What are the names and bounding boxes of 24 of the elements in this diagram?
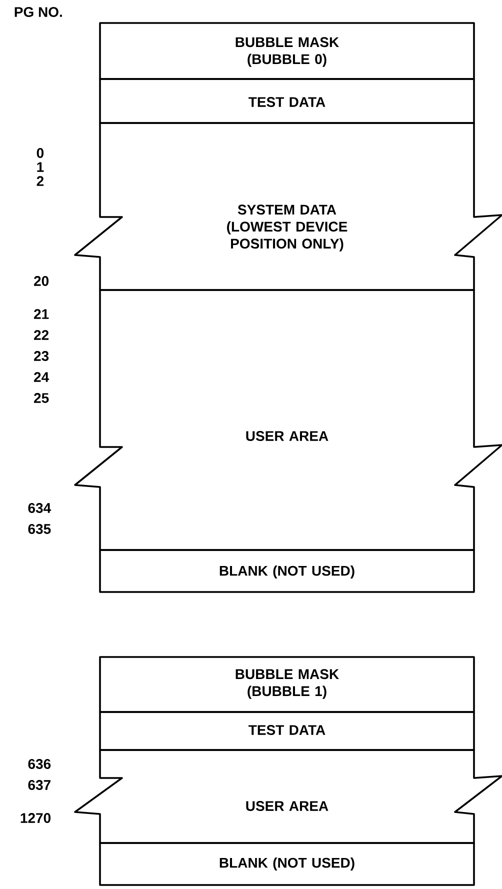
page-number: 25 [34,393,49,403]
page-number: 24 [34,372,50,382]
broken-region-box: USER AREA [74,289,502,551]
page-region-box: TEST DATA [99,78,475,124]
page-number: 0 [36,148,44,158]
page-number: 637 [28,780,50,790]
page-number: 634 [28,503,52,513]
page-number: 20 [34,276,49,286]
broken-region-box: SYSTEM DATA (LOWEST DEVICE POSITION ONLY) [74,122,502,291]
page-number: 23 [34,351,49,361]
page-region-box: BLANK (NOT USED) [99,549,475,593]
page-region-box: BUBBLE MASK (BUBBLE 0) [99,22,475,80]
broken-region-box: USER AREA [74,749,502,844]
page-number: 636 [28,759,51,769]
page-region-box: TEST DATA [99,711,475,751]
page-number: 1 [37,162,44,172]
page-region-box: BLANK (NOT USED) [99,842,475,886]
page-number: 22 [34,330,49,340]
page-number: 2 [36,176,44,186]
page-region-box: BUBBLE MASK (BUBBLE 1) [99,656,475,713]
page-number: 21 [34,309,49,319]
column-heading: PG NO. [14,7,62,17]
page-number: 635 [28,524,51,534]
page-number: 1270 [20,813,51,823]
